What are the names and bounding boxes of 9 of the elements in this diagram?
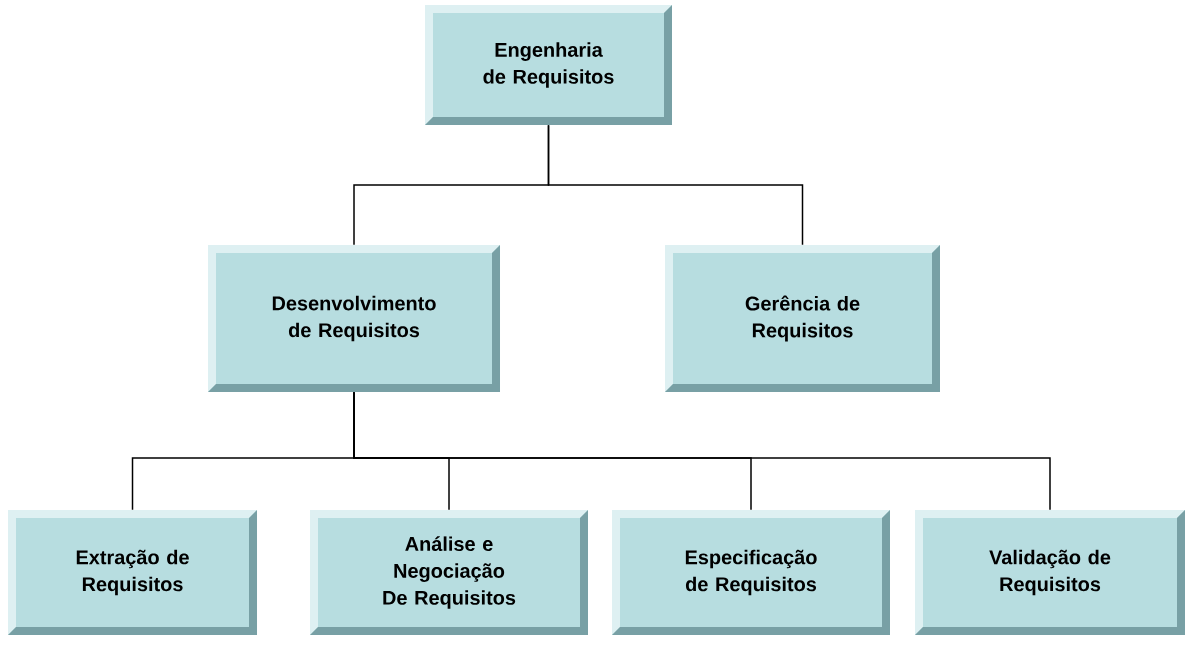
connector-line bbox=[353, 391, 1051, 511]
process-box: Especificação de Requisitos bbox=[612, 510, 890, 635]
process-box: Extração de Requisitos bbox=[8, 510, 257, 635]
process-box: Desenvolvimento de Requisitos bbox=[208, 245, 500, 392]
connector-line bbox=[547, 124, 804, 246]
process-box: Engenharia de Requisitos bbox=[425, 5, 672, 125]
process-box: Validação de Requisitos bbox=[915, 510, 1185, 635]
process-box: Análise e Negociação De Requisitos bbox=[310, 510, 588, 635]
process-box: Gerência de Requisitos bbox=[665, 245, 940, 392]
